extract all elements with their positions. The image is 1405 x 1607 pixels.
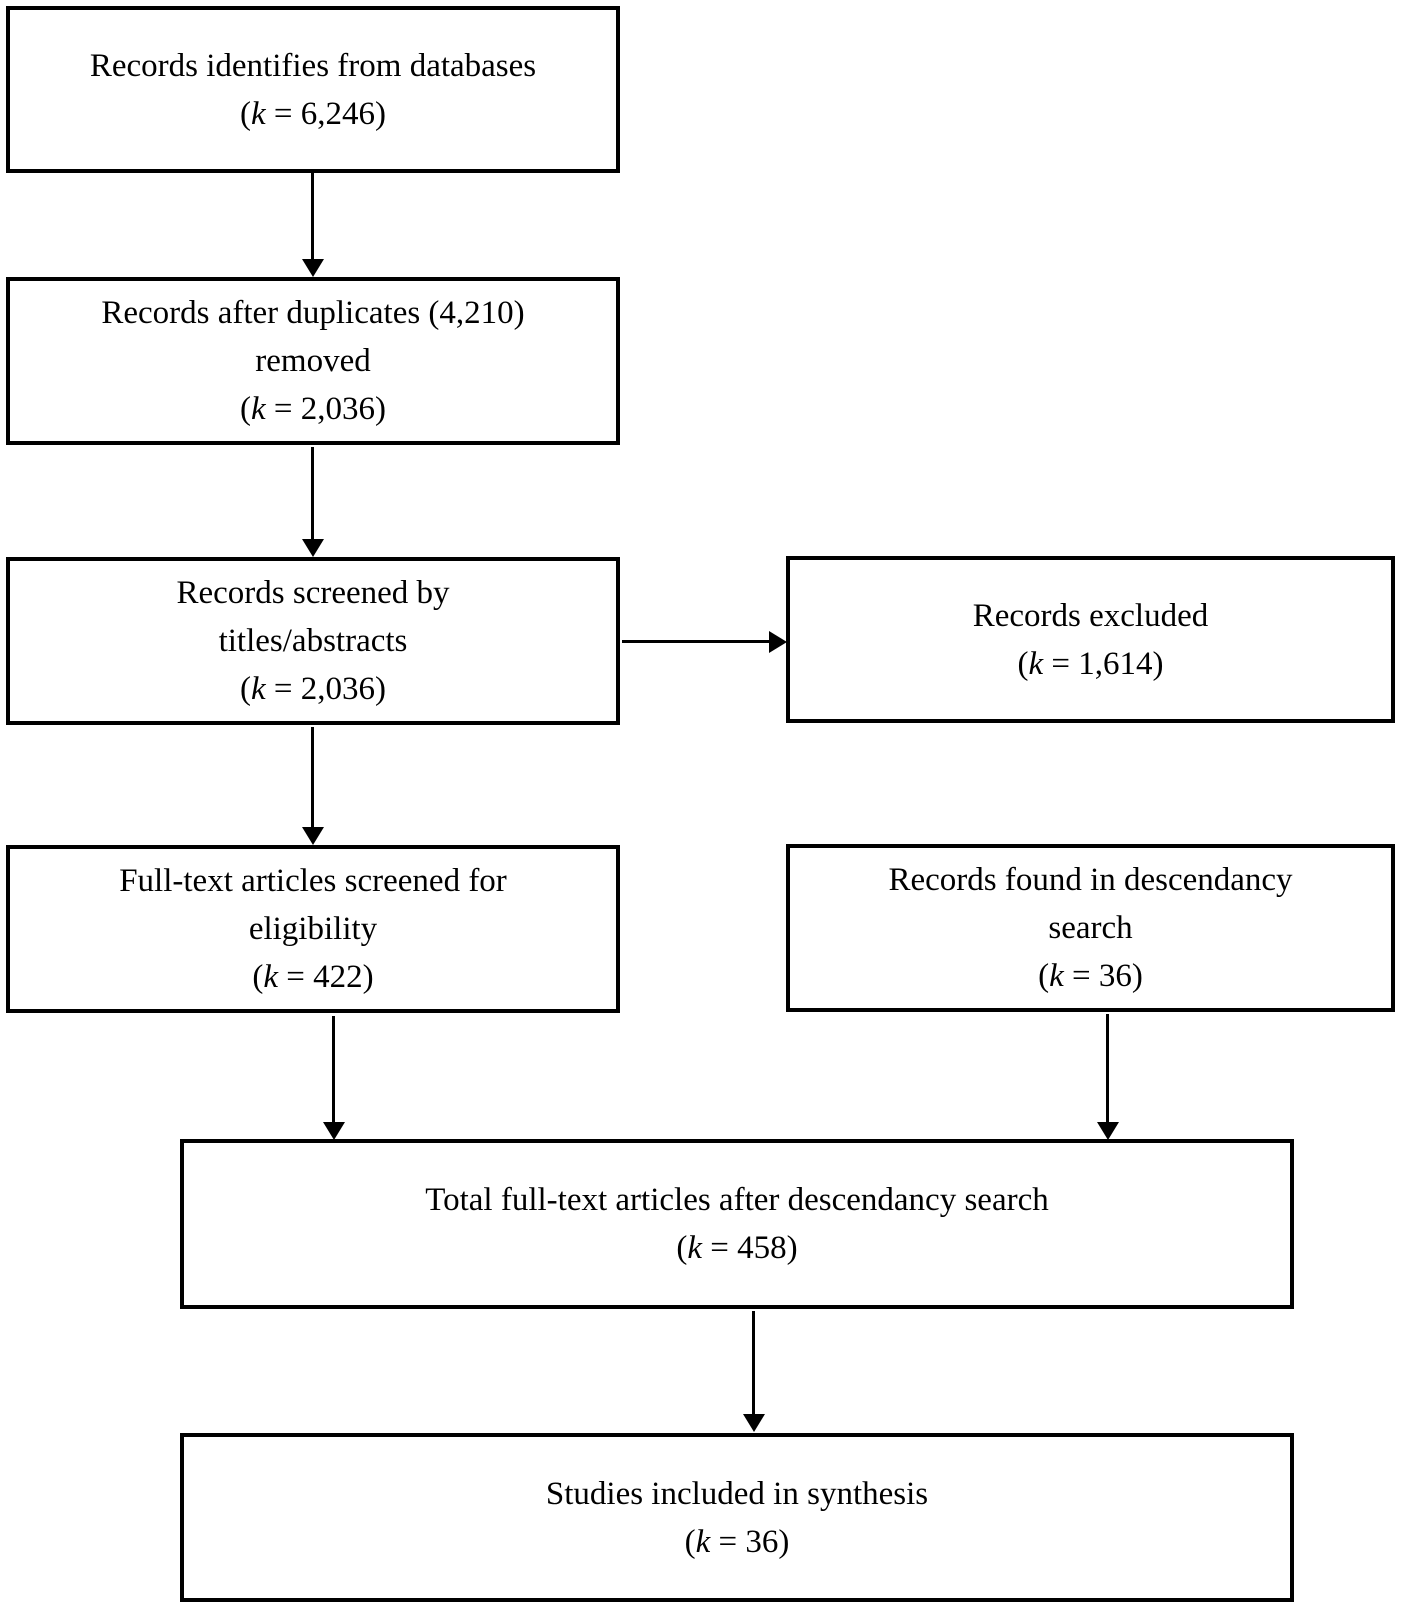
k-symbol: k [250, 671, 266, 707]
box-records-identified: Records identifies from databases (k = 6… [6, 6, 620, 173]
box-text-line: removed [255, 343, 371, 379]
box-total-fulltext: Total full-text articles after descendan… [180, 1139, 1294, 1309]
box-count-line: (k = 36) [685, 1518, 790, 1566]
k-symbol: k [250, 95, 266, 132]
k-open: ( [252, 959, 264, 995]
k-value: = 458) [702, 1230, 798, 1266]
box-studies-included: Studies included in synthesis (k = 36) [180, 1433, 1294, 1602]
box-count-line: (k = 6,246) [240, 90, 386, 138]
k-open: ( [1038, 958, 1050, 994]
box-records-screened: Records screened by titles/abstracts (k … [6, 557, 620, 725]
arrow-identified-to-deduplicated [301, 173, 324, 277]
k-value: = 6,246) [265, 95, 386, 132]
box-count-line: (k = 422) [252, 953, 373, 1001]
arrow-screened-to-excluded [622, 630, 787, 653]
k-symbol: k [250, 391, 266, 427]
arrow-fulltext-to-total [322, 1016, 345, 1140]
box-records-excluded: Records excluded (k = 1,614) [786, 556, 1395, 723]
k-symbol: k [1028, 645, 1044, 682]
arrow-total-to-synthesis [742, 1311, 765, 1432]
box-text-line: Records screened by [176, 575, 450, 611]
k-symbol: k [263, 959, 279, 995]
arrow-screened-to-fulltext [301, 727, 324, 845]
box-count-line: (k = 36) [1038, 952, 1143, 1000]
k-open: ( [1017, 645, 1029, 682]
box-text-line: Studies included in synthesis [545, 1475, 929, 1512]
box-text-line: Records identifies from databases [89, 47, 537, 84]
box-text-line: Records excluded [972, 597, 1209, 634]
box-text-line: search [1048, 910, 1133, 946]
box-text-line: Records after duplicates (4,210) [101, 295, 525, 331]
box-fulltext-screened: Full-text articles screened for eligibil… [6, 845, 620, 1013]
k-value: = 1,614) [1043, 645, 1164, 682]
k-open: ( [676, 1230, 688, 1266]
arrowhead-down-icon [742, 1414, 765, 1432]
arrowhead-down-icon [301, 539, 324, 557]
arrow-deduplicated-to-screened [301, 447, 324, 557]
box-text-line: Records found in descendancy [888, 862, 1293, 898]
box-text-line: titles/abstracts [218, 623, 408, 659]
k-open: ( [239, 95, 251, 132]
box-text-line: eligibility [248, 911, 378, 947]
arrowhead-down-icon [301, 827, 324, 845]
arrowhead-down-icon [322, 1122, 345, 1140]
box-count-line: (k = 458) [676, 1224, 797, 1272]
box-text-line: Full-text articles screened for [119, 863, 507, 899]
arrowhead-right-icon [769, 630, 787, 653]
k-open: ( [239, 391, 251, 427]
k-symbol: k [1049, 958, 1064, 994]
arrowhead-down-icon [1096, 1122, 1119, 1140]
box-duplicates-removed: Records after duplicates (4,210) removed… [6, 277, 620, 445]
k-value: = 422) [278, 959, 374, 995]
k-open: ( [684, 1523, 696, 1560]
k-value: = 36) [1063, 958, 1143, 994]
k-value: = 36) [710, 1523, 790, 1560]
k-symbol: k [687, 1230, 703, 1266]
k-open: ( [239, 671, 251, 707]
box-text-line: Total full-text articles after descendan… [425, 1182, 1049, 1218]
box-count-line: (k = 1,614) [1017, 640, 1163, 688]
arrowhead-down-icon [301, 259, 324, 277]
k-symbol: k [695, 1523, 711, 1560]
box-count-line: (k = 2,036) [240, 385, 386, 433]
arrow-descendancy-to-total [1096, 1014, 1119, 1140]
box-descendancy-search: Records found in descendancy search (k =… [786, 844, 1395, 1012]
k-value: = 2,036) [265, 671, 386, 707]
box-count-line: (k = 2,036) [240, 665, 386, 713]
k-value: = 2,036) [265, 391, 386, 427]
